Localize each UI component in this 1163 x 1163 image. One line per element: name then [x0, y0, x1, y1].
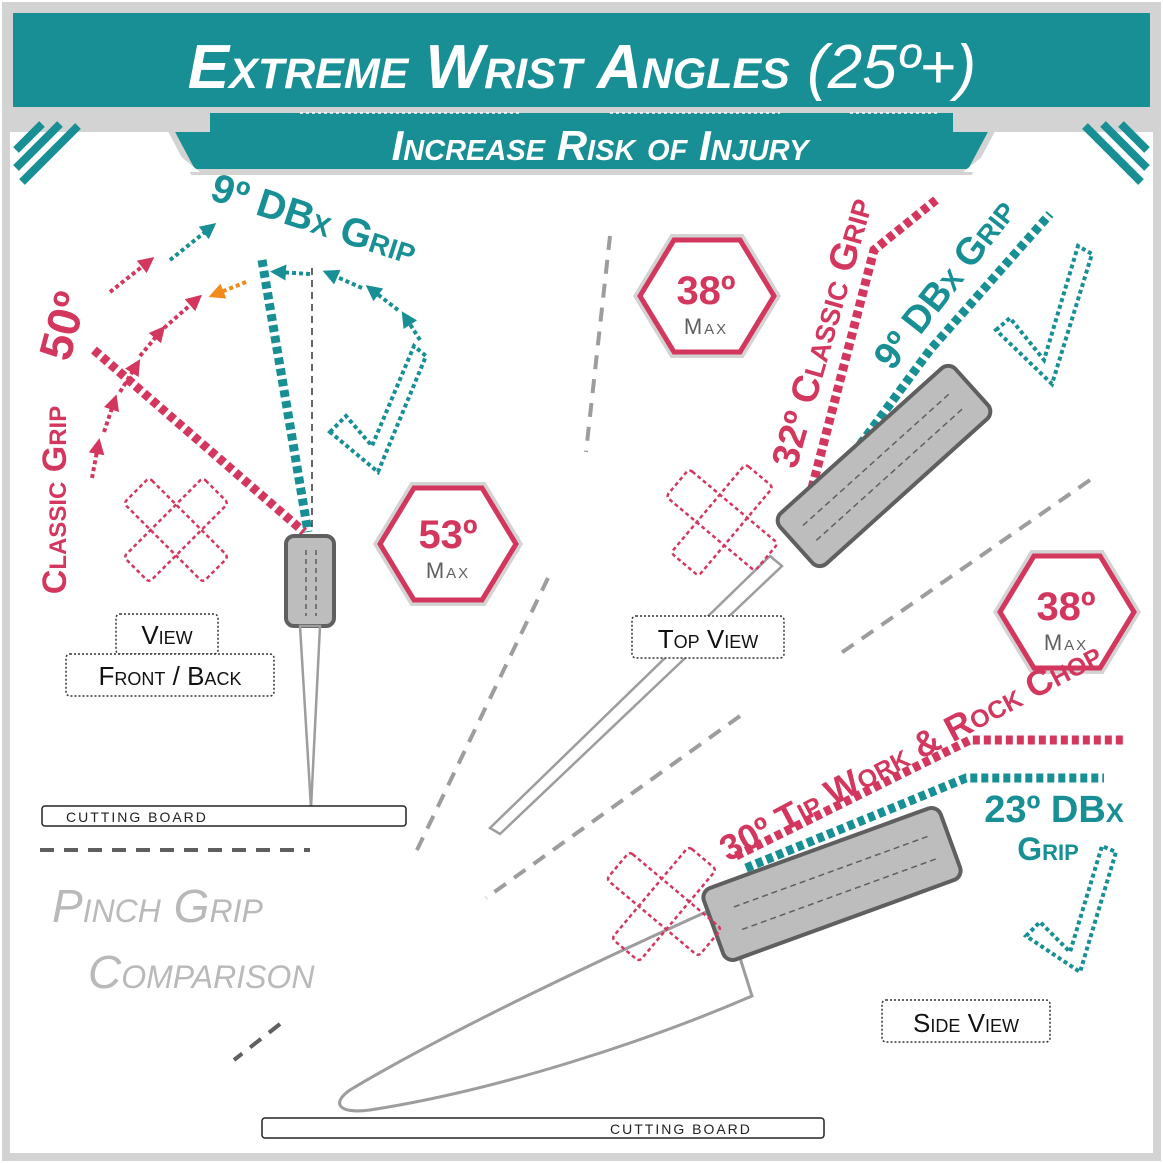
front-view-label-box2 — [65, 653, 275, 697]
top-max-badge: 38º Max — [632, 234, 782, 358]
front-classic-arrows — [88, 257, 203, 479]
side-cutting-board-label: CUTTING BOARD — [610, 1121, 752, 1137]
comparison-line2: Comparison — [88, 946, 315, 998]
top-cross-mark-icon — [666, 464, 778, 576]
side-max-badge: 38º Max — [992, 550, 1142, 674]
front-view-section: 9º DBx Grip 50º Classic Grip — [29, 166, 524, 827]
side-view-label: Side View — [913, 1008, 1019, 1038]
comparison-line1: Pinch Grip — [52, 880, 263, 932]
header-title: Extreme Wrist Angles (25º+) — [188, 33, 976, 102]
top-view-label-box — [631, 615, 785, 659]
front-max-label: Max — [426, 558, 470, 583]
side-knife-icon — [338, 806, 963, 1113]
front-dbx-arrows — [168, 223, 422, 342]
front-cross-mark-icon — [124, 478, 228, 582]
top-knife-icon — [487, 363, 993, 836]
top-dbx-label: 9º DBx Grip — [866, 191, 1024, 377]
top-classic-line — [807, 196, 939, 490]
corner-stripes-left-icon — [13, 121, 81, 185]
top-max-label: Max — [684, 314, 728, 339]
front-view-line2: Front / Back — [99, 661, 242, 691]
front-max-value: 53º — [418, 513, 477, 557]
front-view-line1: View — [141, 620, 192, 650]
corner-stripes-right-icon — [1082, 121, 1150, 185]
section-dividers — [414, 235, 1092, 900]
front-orange-arrow — [208, 280, 247, 299]
front-classic-line — [91, 346, 307, 536]
side-dbx-line2: Grip — [1017, 831, 1079, 867]
front-check-mark-icon — [327, 342, 429, 476]
front-cutting-board — [41, 805, 407, 827]
side-dbx-line — [744, 773, 1104, 873]
side-max-value: 38º — [1036, 585, 1095, 629]
front-classic-label: Classic Grip — [36, 406, 74, 594]
front-dbx-line — [257, 259, 313, 533]
side-tip-line — [734, 735, 1126, 861]
side-max-label: Max — [1044, 630, 1088, 655]
front-max-badge: 53º Max — [372, 482, 524, 606]
header-subtitle: Increase Risk of Injury — [392, 122, 812, 169]
section-dividers-dark — [40, 848, 310, 1062]
front-knife-icon — [284, 534, 336, 809]
front-classic-angle: 50º — [29, 286, 97, 365]
top-check-mark-icon — [993, 243, 1095, 388]
top-view-label: Top View — [658, 624, 758, 654]
front-dbx-label: 9º DBx Grip — [206, 166, 422, 274]
top-max-value: 38º — [676, 269, 735, 313]
side-view-label-box — [881, 999, 1051, 1043]
side-dbx-line1: 23º DBx — [984, 789, 1124, 831]
front-cutting-board-label: CUTTING BOARD — [66, 809, 208, 825]
header-banner — [7, 7, 1156, 175]
side-cutting-board — [261, 1117, 825, 1139]
